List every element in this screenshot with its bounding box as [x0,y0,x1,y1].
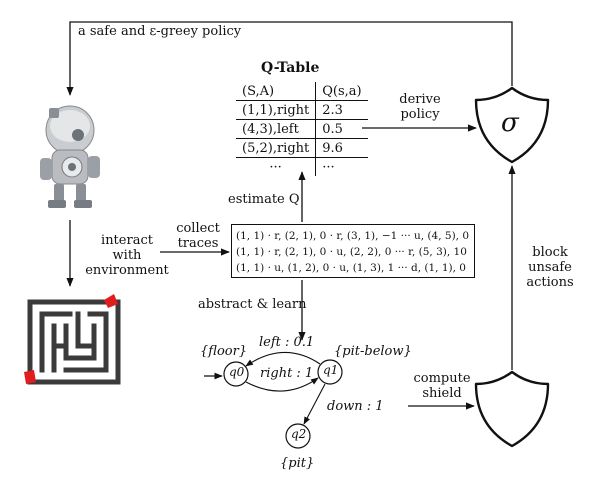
table-row: (5,2),right 9.6 [236,138,368,158]
compute-shield-line: compute [413,371,471,386]
maze-exit-marker-icon [24,370,36,384]
q-table: (S,A) Q(s,a) (1,1),right 2.3 (4,3),left … [236,82,368,176]
block-unsafe-label: block unsafe actions [518,245,582,291]
derive-policy-line: policy [400,106,440,122]
state-q2 [285,423,311,449]
trace-row: (1, 1) · r, (2, 1), 0 · u, (2, 2), 0 ···… [236,246,467,258]
qtable-cell: 2.3 [315,100,368,120]
edge-left-label: left : 0.1 [259,335,315,350]
block-unsafe-line: unsafe [528,259,572,275]
traces-box: (1, 1) · r, (2, 1), 0 · r, (3, 1), −1 ··… [231,224,475,278]
block-unsafe-line: block [532,245,568,260]
label-pit-below: {pit-below} [334,344,412,359]
robot-agent-icon [40,105,100,208]
interact-line: environment [85,262,169,278]
shield-sigma-label: σ [501,108,519,138]
maze-entry-marker-icon [104,294,118,308]
compute-shield-line: shield [422,385,462,401]
collect-traces-line: traces [177,235,219,251]
policy-label: a safe and ε-greey policy [78,24,242,39]
collect-traces-label: collect traces [170,221,226,252]
qtable-cell: 0.5 [315,119,368,139]
compute-shield-label: compute shield [410,371,474,402]
interact-line: with [112,247,142,263]
maze-environment-icon [27,299,121,385]
table-row: (1,1),right 2.3 [236,100,368,120]
trace-row: (1, 1) · r, (2, 1), 0 · r, (3, 1), −1 ··… [236,230,470,242]
shield-icon [474,370,550,448]
qtable-cell: ··· [236,157,317,176]
edge-q1-to-q2-down [303,383,326,425]
state-q1 [317,359,343,385]
state-q0 [223,361,249,387]
derive-policy-label: derive policy [392,92,448,123]
state-q2-label: q2 [291,427,307,441]
interact-line: interact [101,233,153,248]
edge-down-label: down : 1 [327,399,384,414]
qtable-cell: (4,3),left [236,119,317,139]
qtable-header-state-action: (S,A) [236,82,317,101]
trace-row: (1, 1) · u, (1, 2), 0 · u, (1, 3), 1 ···… [236,262,466,274]
qtable-header-q-value: Q(s,a) [315,82,368,101]
abstract-learn-label: abstract & learn [198,297,307,312]
edge-right-label: right : 1 [260,366,314,381]
policy-feedback-arrow [66,21,513,96]
state-q1-label: q1 [323,363,339,377]
block-unsafe-line: actions [526,274,574,290]
qtable-cell: (1,1),right [236,100,317,120]
table-row: (4,3),left 0.5 [236,119,368,139]
edge-q1-to-q0-left [245,351,321,367]
qtable-title: Q-Table [261,60,320,76]
state-q0-label: q0 [229,365,245,379]
derive-policy-line: derive [399,92,441,107]
label-floor: {floor} [200,344,248,359]
edge-q0-to-q1-right [245,377,319,392]
collect-traces-line: collect [176,221,220,236]
estimate-q-label: estimate Q [228,192,300,207]
shield-sigma-icon [474,86,550,164]
interact-label: interact with environment [82,233,172,279]
qtable-cell: ··· [322,159,335,175]
label-pit: {pit} [280,456,315,471]
table-row: ··· ··· [236,157,368,176]
qtable-cell: (5,2),right [236,138,317,158]
qtable-cell: 9.6 [315,138,368,158]
